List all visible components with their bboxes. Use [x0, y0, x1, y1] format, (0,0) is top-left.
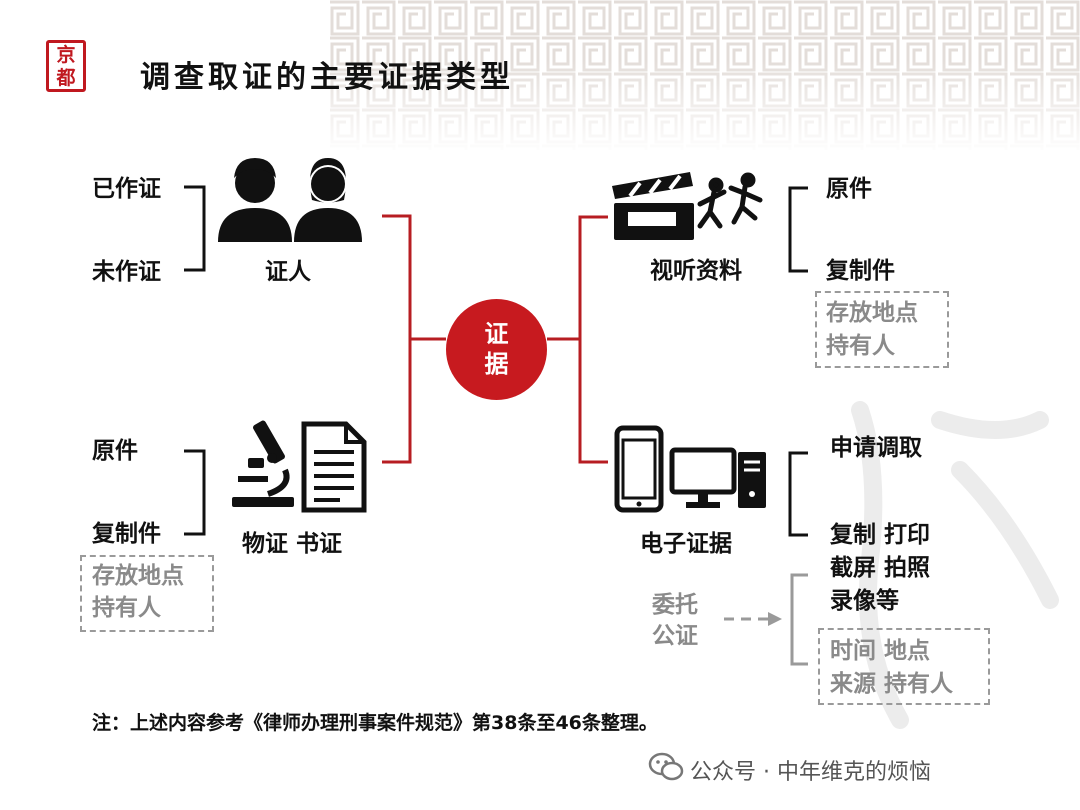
audiovisual-box-line: 持有人: [826, 333, 895, 359]
center-label-2: 据: [484, 350, 509, 378]
electronic-info-box: [818, 628, 990, 705]
page-title: 调查取证的主要证据类型: [140, 60, 514, 95]
grey-bracket: [790, 573, 808, 666]
witness-label: 证人: [265, 259, 311, 285]
footer-account: 公众号 · 中年维克的烦恼: [690, 760, 931, 785]
wechat-icon: [648, 752, 684, 781]
physical-item: 复制件: [92, 521, 161, 547]
dancers-icon: [697, 172, 763, 229]
audiovisual-box-line: 存放地点: [826, 300, 918, 326]
electronic-item: 复制 打印: [830, 522, 931, 548]
black-brackets: [184, 185, 808, 537]
document-icon: [301, 421, 367, 513]
physical-box-line: 存放地点: [92, 563, 184, 589]
delegate-line: 公证: [652, 623, 698, 649]
witness-item: 未作证: [92, 259, 161, 285]
electronic-box-line: 时间 地点: [830, 638, 931, 664]
audiovisual-label: 视听资料: [650, 258, 742, 284]
physical-item: 原件: [92, 438, 138, 464]
seal-logo: 京都: [46, 40, 86, 92]
microscope-icon: [232, 420, 294, 507]
background-pattern: [330, 0, 1080, 155]
electronic-item: 申请调取: [830, 435, 922, 461]
physical-box-line: 持有人: [92, 595, 161, 621]
witness-item: 已作证: [92, 176, 161, 202]
electronic-item: 截屏 拍照: [830, 555, 931, 581]
physical-label: 物证 书证: [242, 531, 343, 557]
audiovisual-item: 原件: [826, 176, 872, 202]
brush-watermark: [851, 401, 1059, 729]
footnote: 注：上述内容参考《律师办理刑事案件规范》第38条至46条整理。: [92, 712, 658, 734]
physical-info-box: [80, 555, 214, 632]
computer-icon: [669, 447, 766, 508]
electronic-label: 电子证据: [640, 531, 732, 557]
audiovisual-item: 复制件: [826, 258, 895, 284]
witness-icon: [218, 158, 362, 242]
center-label-1: 证: [484, 320, 509, 348]
clapperboard-icon: [612, 172, 694, 240]
phone-icon: [614, 425, 664, 513]
electronic-item: 录像等: [830, 588, 899, 614]
audiovisual-info-box: [815, 291, 949, 368]
main-connectors: [382, 214, 608, 464]
delegate-line: 委托: [652, 592, 698, 618]
center-evidence-node: 证 据: [446, 299, 547, 400]
electronic-box-line: 来源 持有人: [830, 671, 954, 697]
delegate-arrow: [724, 612, 782, 626]
